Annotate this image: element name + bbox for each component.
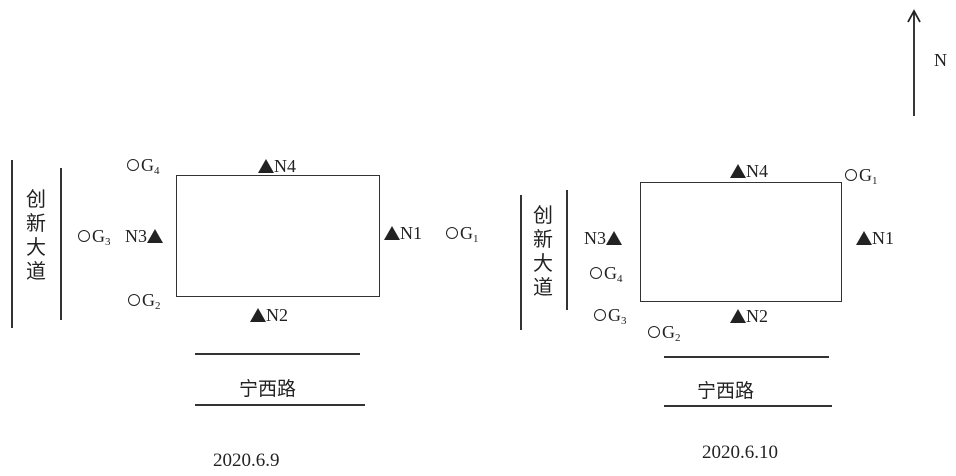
left-road-line-west	[11, 160, 13, 328]
right-point-n4: N4	[730, 161, 768, 181]
left-road-line-south	[195, 404, 365, 406]
triangle-icon	[856, 231, 872, 245]
left-street-vertical-label: 创新大道	[26, 189, 46, 283]
right-road-line-north	[664, 356, 829, 358]
left-g3-label: G	[92, 226, 105, 246]
triangle-icon	[258, 159, 274, 173]
right-point-n2: N2	[730, 306, 768, 326]
right-point-g1: G1	[845, 165, 878, 188]
right-n2-label: N2	[746, 306, 768, 326]
north-label: N	[934, 50, 947, 70]
triangle-icon	[250, 308, 266, 322]
left-point-n4: N4	[258, 156, 296, 176]
triangle-icon	[147, 229, 163, 243]
left-g4-label: G	[141, 155, 154, 175]
left-n2-label: N2	[266, 305, 288, 325]
right-n1-label: N1	[872, 228, 894, 248]
right-street-horizontal-label: 宁西路	[697, 381, 755, 402]
left-date: 2020.6.9	[213, 450, 280, 471]
triangle-icon	[730, 309, 746, 323]
open-circle-icon	[128, 294, 140, 306]
left-n4-label: N4	[274, 156, 296, 176]
left-g1-label: G	[460, 223, 473, 243]
open-circle-icon	[590, 267, 602, 279]
right-road-line-east	[566, 190, 568, 310]
left-g3-sub: 3	[105, 236, 111, 248]
right-g1-label: G	[859, 165, 872, 185]
left-point-g1: G1	[446, 223, 479, 246]
left-g2-label: G	[142, 290, 155, 310]
open-circle-icon	[594, 309, 606, 321]
right-point-n3: N3	[584, 228, 622, 248]
left-point-n2: N2	[250, 305, 288, 325]
left-road-line-north	[195, 353, 360, 355]
left-point-n3: N3	[125, 226, 163, 246]
left-n3-label: N3	[125, 226, 147, 246]
right-point-n1: N1	[856, 228, 894, 248]
right-g4-label: G	[604, 263, 617, 283]
left-point-g3: G3	[78, 226, 111, 249]
left-point-g2: G2	[128, 290, 161, 313]
north-arrow-icon	[907, 9, 921, 116]
left-street-horizontal-label: 宁西路	[239, 379, 297, 400]
right-point-g2: G2	[648, 322, 681, 345]
right-site-boundary	[640, 182, 842, 302]
left-g4-sub: 4	[154, 165, 160, 177]
open-circle-icon	[648, 326, 660, 338]
right-n3-label: N3	[584, 228, 606, 248]
right-point-g4: G4	[590, 263, 623, 286]
left-site-boundary	[176, 175, 380, 297]
open-circle-icon	[78, 230, 90, 242]
right-g2-sub: 2	[675, 332, 681, 344]
left-road-line-east	[60, 168, 62, 320]
left-g2-sub: 2	[155, 300, 161, 312]
right-g1-sub: 1	[872, 175, 878, 187]
right-g3-sub: 3	[621, 315, 627, 327]
open-circle-icon	[845, 169, 857, 181]
left-point-g4: G4	[127, 155, 160, 178]
right-date: 2020.6.10	[702, 442, 778, 463]
right-g4-sub: 4	[617, 273, 623, 285]
right-n4-label: N4	[746, 161, 768, 181]
right-g2-label: G	[662, 322, 675, 342]
triangle-icon	[384, 226, 400, 240]
left-g1-sub: 1	[473, 233, 479, 245]
right-road-line-west	[520, 195, 522, 330]
triangle-icon	[730, 164, 746, 178]
triangle-icon	[606, 231, 622, 245]
left-point-n1: N1	[384, 223, 422, 243]
left-n1-label: N1	[400, 223, 422, 243]
right-point-g3: G3	[594, 305, 627, 328]
right-road-line-south	[664, 405, 832, 407]
open-circle-icon	[127, 159, 139, 171]
open-circle-icon	[446, 227, 458, 239]
right-g3-label: G	[608, 305, 621, 325]
right-street-vertical-label: 创新大道	[533, 205, 553, 299]
